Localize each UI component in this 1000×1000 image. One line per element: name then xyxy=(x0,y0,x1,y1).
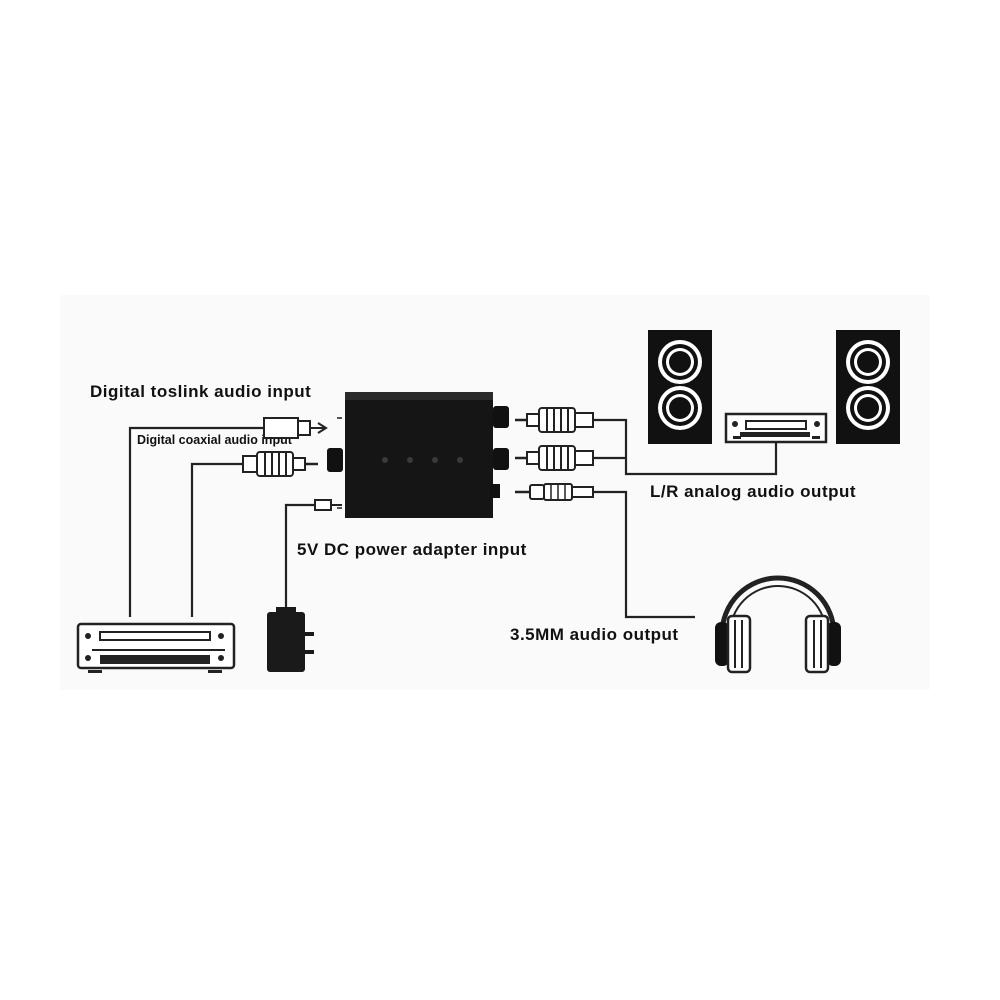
amplifier-icon xyxy=(724,412,828,444)
dc-plug-icon xyxy=(314,499,342,511)
rca-plug-icon xyxy=(515,445,594,471)
coaxial-cable xyxy=(190,462,243,617)
power-adapter-icon xyxy=(267,607,314,672)
coaxial-input-label: Digital coaxial audio input xyxy=(137,433,293,447)
headphones-icon xyxy=(715,575,841,674)
analog-output-label: L/R analog audio output xyxy=(650,482,856,501)
cables xyxy=(128,418,778,619)
power-cable xyxy=(284,503,315,612)
power-input-label: 5V DC power adapter input xyxy=(297,540,527,559)
toslink-input-label: Digital toslink audio input xyxy=(90,382,311,401)
coaxial-rca-plug-icon xyxy=(242,451,318,477)
speaker-right-icon xyxy=(836,330,900,444)
rca-plug-icon xyxy=(515,407,594,433)
headphone-output-label: 3.5MM audio output xyxy=(510,625,679,644)
speaker-left-icon xyxy=(648,330,712,444)
headphone-plug-icon xyxy=(515,483,594,501)
headphone-cable xyxy=(593,490,695,619)
toslink-cable xyxy=(128,426,264,617)
rca-top-cable xyxy=(593,418,778,476)
toslink-plug-icon xyxy=(263,417,328,439)
converter-box-icon xyxy=(327,392,509,518)
source-player-icon xyxy=(76,622,236,673)
